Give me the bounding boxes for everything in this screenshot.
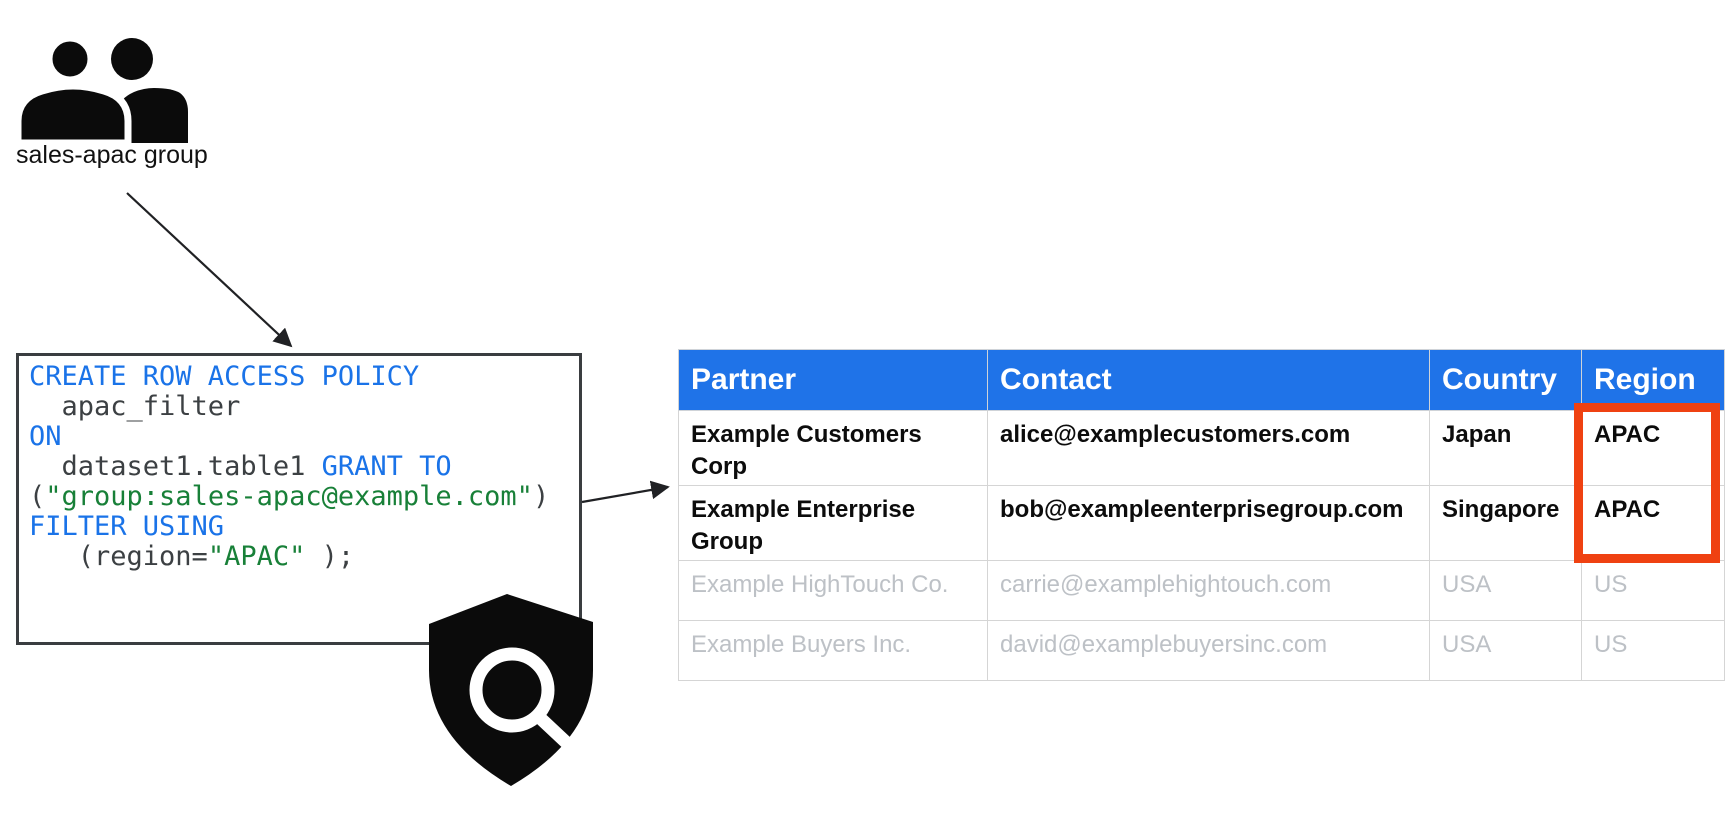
table-cell: Example Customers Corp	[678, 410, 988, 486]
table-cell: Example HighTouch Co.	[678, 560, 988, 621]
code-line: dataset1.table1 GRANT TO	[29, 451, 452, 482]
people-icon	[14, 34, 188, 146]
region-highlight	[1574, 403, 1720, 563]
arrow-group-to-policy	[126, 192, 293, 348]
arrow-policy-to-table	[581, 480, 670, 504]
table-cell: Example Buyers Inc.	[678, 620, 988, 681]
group-label: sales-apac group	[16, 141, 208, 169]
table-cell: carrie@examplehightouch.com	[987, 560, 1430, 621]
table-cell: US	[1581, 620, 1725, 681]
table-cell: bob@exampleenterprisegroup.com	[987, 485, 1430, 561]
table-cell: david@examplebuyersinc.com	[987, 620, 1430, 681]
code-line: (region="APAC" );	[29, 541, 355, 572]
column-header: Contact	[987, 349, 1430, 411]
code-line: ("group:sales-apac@example.com")	[29, 481, 550, 512]
code-line: FILTER USING	[29, 511, 225, 542]
code-line: CREATE ROW ACCESS POLICY	[29, 361, 420, 392]
table-cell: US	[1581, 560, 1725, 621]
table-row: Example HighTouch Co.carrie@examplehight…	[678, 560, 1725, 621]
table-cell: Example Enterprise Group	[678, 485, 988, 561]
table-cell: USA	[1429, 620, 1582, 681]
table-cell: APAC	[1581, 485, 1725, 561]
table-cell: USA	[1429, 560, 1582, 621]
table-row: Example Buyers Inc.david@examplebuyersin…	[678, 620, 1725, 681]
column-header: Region	[1581, 349, 1725, 411]
column-header: Country	[1429, 349, 1582, 411]
code-line: ON	[29, 421, 62, 452]
table-cell: Japan	[1429, 410, 1582, 486]
table-cell: alice@examplecustomers.com	[987, 410, 1430, 486]
column-header: Partner	[678, 349, 988, 411]
magnifier-lens	[469, 647, 555, 733]
shield-search-icon	[429, 594, 593, 786]
table-cell: Singapore	[1429, 485, 1582, 561]
code-line: apac_filter	[29, 391, 241, 422]
magnifier-handle	[533, 711, 575, 751]
